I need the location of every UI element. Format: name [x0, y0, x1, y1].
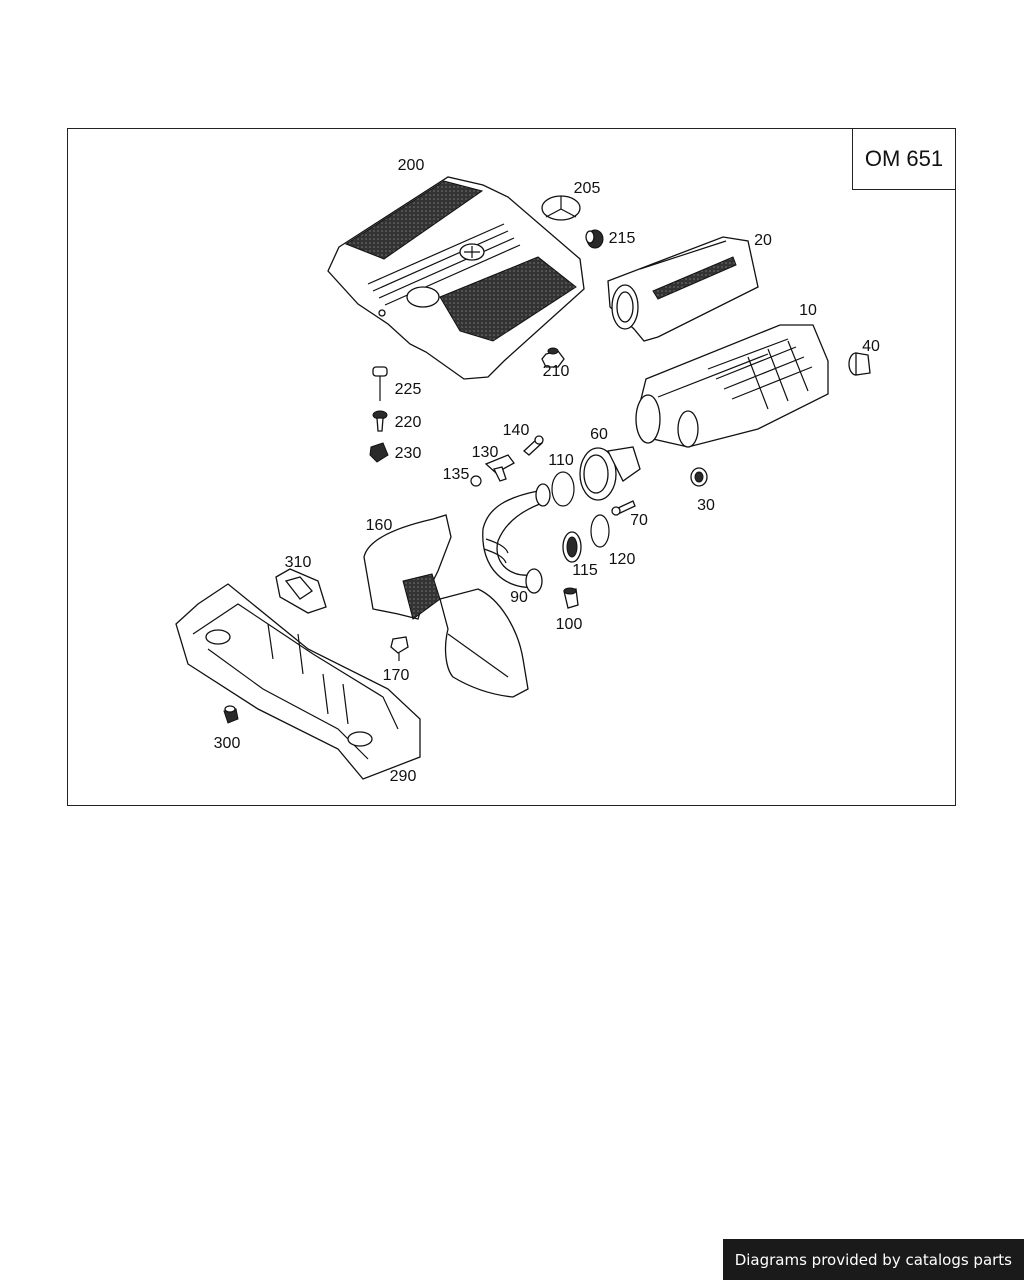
parts-illustration — [175, 176, 871, 780]
callout-60: 60 — [590, 426, 608, 443]
trough-clip-part — [223, 705, 239, 724]
screw-part — [523, 435, 544, 456]
grommet-part — [585, 229, 604, 249]
intake-hose-part — [482, 483, 551, 594]
callout-310: 310 — [284, 554, 312, 571]
grommet-part-2 — [690, 467, 708, 487]
air-mass-sensor-part — [579, 446, 641, 501]
callout-90: 90 — [510, 589, 528, 606]
nut-part — [541, 347, 565, 368]
hose-clamp-part — [551, 471, 575, 507]
callout-135: 135 — [442, 466, 470, 483]
intake-trough-part — [175, 583, 421, 780]
callout-120: 120 — [608, 551, 636, 568]
callout-300: 300 — [213, 735, 241, 752]
callout-210: 210 — [542, 363, 570, 380]
seal-frame-part — [275, 568, 327, 614]
star-emblem-part — [541, 195, 581, 221]
callout-140: 140 — [502, 422, 530, 439]
cap-part — [848, 352, 871, 376]
sensor-bracket-part — [484, 454, 515, 482]
clip-part — [372, 410, 388, 432]
callout-170: 170 — [382, 667, 410, 684]
callout-100: 100 — [555, 616, 583, 633]
callout-130: 130 — [471, 444, 499, 461]
callout-160: 160 — [365, 517, 393, 534]
callout-110: 110 — [548, 452, 574, 469]
coupling-part — [562, 531, 582, 563]
air-filter-housing-part — [635, 324, 829, 448]
parts-diagram: OM 651 200 205 215 20 10 40 210 225 220 … — [67, 128, 956, 806]
callout-220: 220 — [394, 414, 422, 431]
footer-attribution: Diagrams provided by catalogs parts — [722, 1239, 1024, 1280]
callout-225: 225 — [394, 381, 422, 398]
callout-200: 200 — [397, 157, 425, 174]
duct-clip-part — [390, 636, 409, 661]
air-filter-element-part — [607, 236, 759, 342]
engine-code-label: OM 651 — [852, 129, 955, 190]
air-duct-part — [363, 514, 529, 698]
sensor-part — [563, 587, 579, 609]
callout-70: 70 — [630, 512, 648, 529]
o-ring-part — [470, 475, 482, 487]
callout-290: 290 — [389, 768, 417, 785]
callout-20: 20 — [754, 232, 772, 249]
callout-115: 115 — [572, 562, 598, 579]
hose-clamp-part-2 — [590, 514, 610, 548]
bolt-part — [611, 500, 636, 516]
callout-205: 205 — [573, 180, 601, 197]
callout-30: 30 — [697, 497, 715, 514]
callout-215: 215 — [608, 230, 636, 247]
callout-40: 40 — [862, 338, 880, 355]
callout-10: 10 — [799, 302, 817, 319]
engine-cover-part — [327, 176, 585, 380]
clip-part-2 — [369, 442, 389, 463]
callout-230: 230 — [394, 445, 422, 462]
pin-part — [372, 366, 388, 401]
